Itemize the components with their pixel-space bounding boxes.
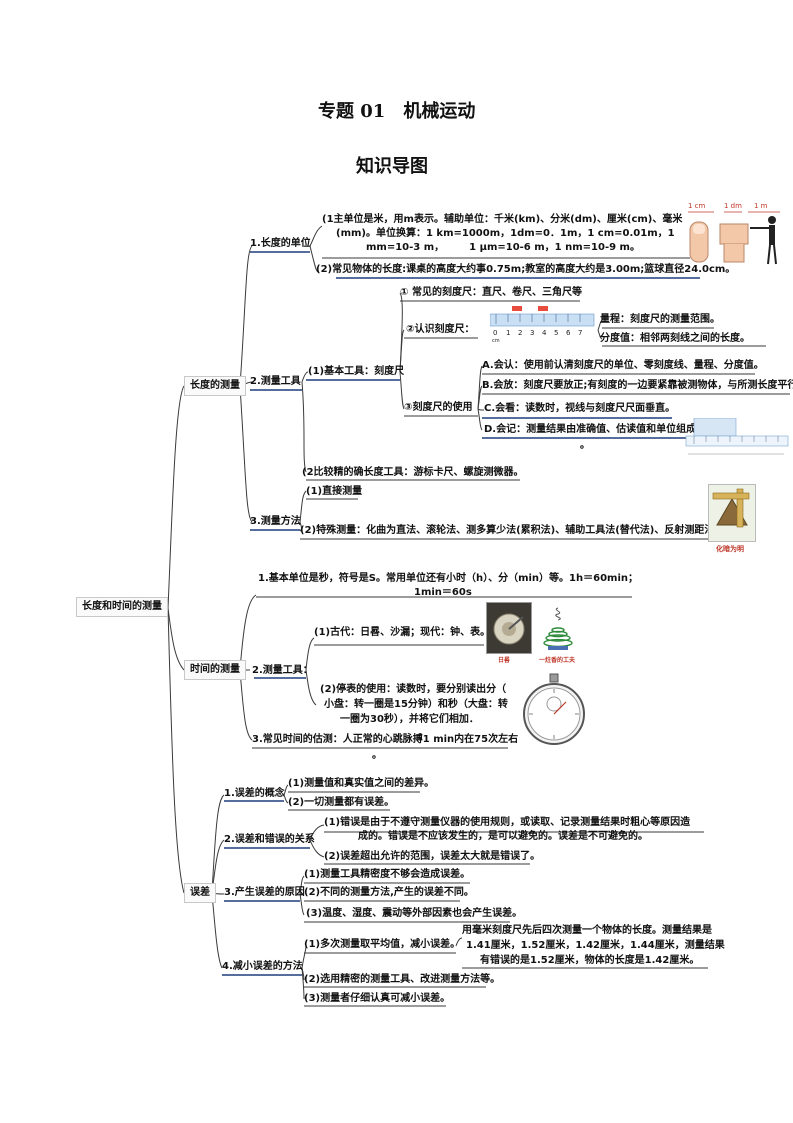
svg-text:1: 1: [506, 329, 510, 337]
svg-text:3: 3: [530, 329, 534, 337]
length-unit-label: 1.长度的单位: [250, 238, 311, 250]
stopwatch-line1: (2)停表的使用：读数时，要分别读出分（: [320, 684, 506, 696]
error-reduce-1: (1)多次测量取平均值，减小误差。: [304, 939, 460, 951]
ruler-use-d-tail: 。: [580, 440, 590, 452]
reduce-example-line2: 1.41厘米，1.52厘米，1.42厘米，1.44厘米，测量结果: [466, 940, 725, 952]
error-reduce-2: (2)选用精密的测量工具、改进测量方法等。: [304, 974, 500, 986]
special-measure-caption: 化暗为明: [716, 544, 744, 554]
svg-text:2: 2: [518, 329, 522, 337]
ruler-use-b: B.会放：刻度尺要放正;有刻度的一边要紧靠被测物体，与所测长度平行。: [482, 380, 793, 392]
root-node: 长度和时间的测量: [76, 597, 168, 617]
length-unit-item1-line2: (mm)。单位换算：1 km=1000m，1dm=0．1m，1 cm=0.01m…: [336, 228, 675, 240]
error-relation-label: 2.误差和错误的关系: [224, 834, 315, 846]
length-method-label: 3.测量方法: [250, 516, 301, 528]
length-unit-item2: (2)常见物体的长度:课桌的高度大约事0.75m;教室的高度大约是3.00m;篮…: [316, 264, 735, 276]
svg-text:4: 4: [542, 329, 547, 337]
error-reduce-label: 4.减小误差的方法: [222, 961, 303, 973]
reduce-example-line3: 有错误的是1.52厘米，物体的长度是1.42厘米。: [480, 955, 699, 967]
ruler-range: 量程：刻度尺的测量范围。: [600, 314, 720, 326]
svg-text:5: 5: [554, 329, 558, 337]
time-unit-line2: 1min＝60s: [414, 587, 472, 599]
error-concept-1: (1)测量值和真实值之间的差异。: [288, 778, 434, 790]
time-estimate-tail: 。: [372, 750, 382, 762]
incense-coil-image: [540, 600, 576, 652]
stopwatch-line3: 一圈为30秒），并将它们相加．: [340, 714, 479, 726]
tools-precise: (2比较精的确长度工具：游标卡尺、螺旋测微器。: [302, 467, 524, 479]
error-cause-label: 3.产生误差的原因: [224, 887, 305, 899]
svg-text:7: 7: [578, 329, 582, 337]
error-concept-label: 1.误差的概念: [224, 788, 285, 800]
method-direct: (1)直接测量: [306, 486, 362, 498]
time-ancient: (1)古代：日晷、沙漏；现代：钟、表。: [314, 627, 490, 639]
tools-know-ruler: ②认识刻度尺：: [406, 324, 474, 336]
error-reduce-3: (3)测量者仔细认真可减小误差。: [304, 993, 450, 1005]
stopwatch-image: [518, 672, 590, 748]
length-unit-item1-line3: mm=10-3 m， 1 μm=10-6 m，1 nm=10-9 m。: [366, 242, 640, 254]
reduce-example-line1: 用毫米刻度尺先后四次测量一个物体的长度。测量结果是: [462, 925, 712, 937]
time-estimate: 3.常见时间的估测：人正常的心跳脉搏1 min内在75次左右: [252, 734, 518, 746]
incense-caption: 一炷香的工夫: [539, 655, 575, 664]
ruler-illustration: 0 1 2 3 4 5 6 7 cm: [490, 304, 596, 344]
ruler-division: 分度值：相邻两刻线之间的长度。: [600, 333, 750, 345]
error-cause-3: (3)温度、湿度、震动等外部因素也会产生误差。: [306, 908, 522, 920]
method-special: (2)特殊测量：化曲为直法、滚轮法、测多算少法(累积法)、辅助工具法(替代法)、…: [300, 525, 734, 537]
ruler-use: ③刻度尺的使用: [404, 402, 472, 414]
ruler-use-c: C.会看：读数时，视线与刻度尺尺面垂直。: [484, 403, 675, 415]
svg-text:6: 6: [566, 329, 571, 337]
length-units-illustration: 1 cm 1 dm 1 m: [684, 198, 784, 266]
special-measure-image: [708, 484, 756, 542]
time-unit-line1: 1.基本单位是秒，符号是S。常用单位还有小时（h）、分（min）等。1h＝60m…: [258, 573, 638, 585]
sundial-image: [486, 602, 532, 654]
ruler-use-a: A.会认：使用前认清刻度尺的单位、零刻度线、量程、分度值。: [482, 360, 764, 372]
stopwatch-line2: 小盘：转一圈是15分钟）和秒（大盘：转: [324, 699, 508, 711]
error-relation-1-line2: 成的。错误是不应该发生的，是可以避免的。误差是不可避免的。: [358, 831, 648, 843]
svg-text:1 cm: 1 cm: [688, 202, 706, 210]
node-length-measurement: 长度的测量: [184, 376, 246, 396]
length-tools-label: 2.测量工具: [250, 376, 301, 388]
length-unit-item1-line1: (1主单位是米，用m表示。辅助单位：千米(km)、分米(dm)、厘米(cm)、毫…: [322, 214, 682, 226]
error-concept-2: (2)一切测量都有误差。: [288, 797, 394, 809]
svg-text:1 m: 1 m: [754, 202, 768, 210]
ruler-use-illustration: [684, 418, 790, 460]
ruler-use-d: D.会记：测量结果由准确值、估读值和单位组成: [484, 424, 696, 436]
error-cause-1: (1)测量工具精密度不够会造成误差。: [304, 869, 470, 881]
node-time-measurement: 时间的测量: [184, 660, 246, 680]
tools-basic: (1)基本工具：刻度尺: [308, 366, 404, 378]
sundial-caption: 日晷: [498, 655, 510, 664]
svg-text:cm: cm: [492, 338, 500, 344]
svg-text:1 dm: 1 dm: [724, 202, 742, 210]
error-relation-1-line1: (1)错误是由于不遵守测量仪器的使用规则，或读取、记录测量结果时粗心等原因造: [324, 817, 690, 829]
error-cause-2: (2)不同的测量方法,产生的误差不同。: [304, 887, 474, 899]
node-error: 误差: [184, 883, 216, 903]
svg-text:0: 0: [493, 329, 497, 337]
time-tools-label: 2.测量工具：: [252, 665, 313, 677]
error-relation-2: (2)误差超出允许的范围，误差太大就是错误了。: [324, 851, 540, 863]
tools-common-rulers: ① 常见的刻度尺：直尺、卷尺、三角尺等: [400, 287, 582, 299]
